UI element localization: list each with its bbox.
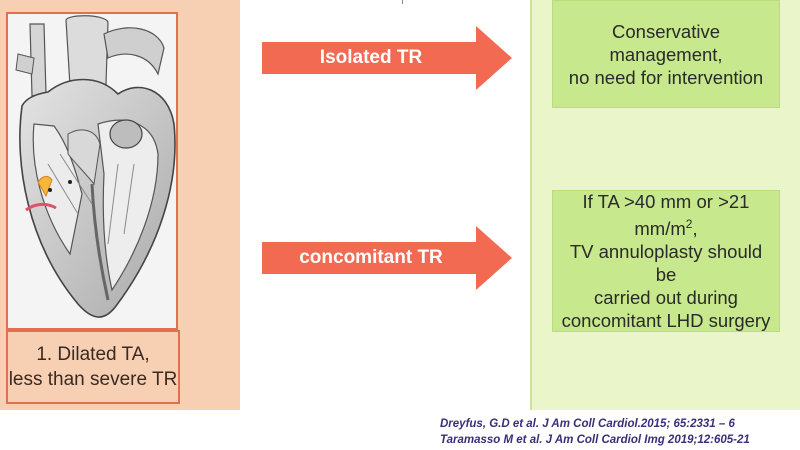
superscript: 2: [685, 216, 693, 231]
condition-caption: 1. Dilated TA, less than severe TR: [6, 330, 180, 404]
right-arrow-icon: [262, 26, 512, 90]
right-arrow-icon: [262, 226, 512, 290]
arrow-label: concomitant TR: [299, 247, 443, 268]
arrow-isolated-tr: Isolated TR: [262, 26, 514, 90]
outcome-annuloplasty: If TA >40 mm or >21 mm/m2, TV annuloplas…: [552, 190, 780, 332]
reference-1: Dreyfus, G.D et al. J Am Coll Cardiol.20…: [440, 418, 735, 430]
outcome-line: carried out during: [594, 287, 738, 309]
outcome-line: Conservative management,: [609, 20, 723, 65]
outcome-line: If TA >40 mm or >21 mm/m2,: [557, 190, 775, 240]
outcome-line: concomitant LHD surgery: [561, 310, 771, 332]
outcome-text: ,: [692, 218, 698, 240]
outcome-text: If TA >40 mm or >21 mm/m: [582, 190, 750, 240]
panel-divider: [530, 0, 532, 410]
caption-line-2: less than severe TR: [8, 369, 178, 390]
divider-mark: [402, 0, 403, 4]
references: Dreyfus, G.D et al. J Am Coll Cardiol.20…: [440, 416, 750, 448]
outcome-line: TV annuloplasty should be: [569, 241, 763, 286]
outcome-line: no need for intervention: [568, 66, 764, 88]
reference-2: Taramasso M et al. J Am Coll Cardiol Img…: [440, 434, 750, 446]
arrow-concomitant-tr: concomitant TR: [262, 226, 514, 290]
arrow-label: Isolated TR: [319, 47, 423, 68]
caption-line-1: 1. Dilated TA,: [36, 344, 150, 365]
heart-anatomy-image: [15, 15, 176, 318]
outcome-conservative: Conservative management, no need for int…: [552, 0, 780, 108]
heart-illustration: [6, 12, 178, 330]
